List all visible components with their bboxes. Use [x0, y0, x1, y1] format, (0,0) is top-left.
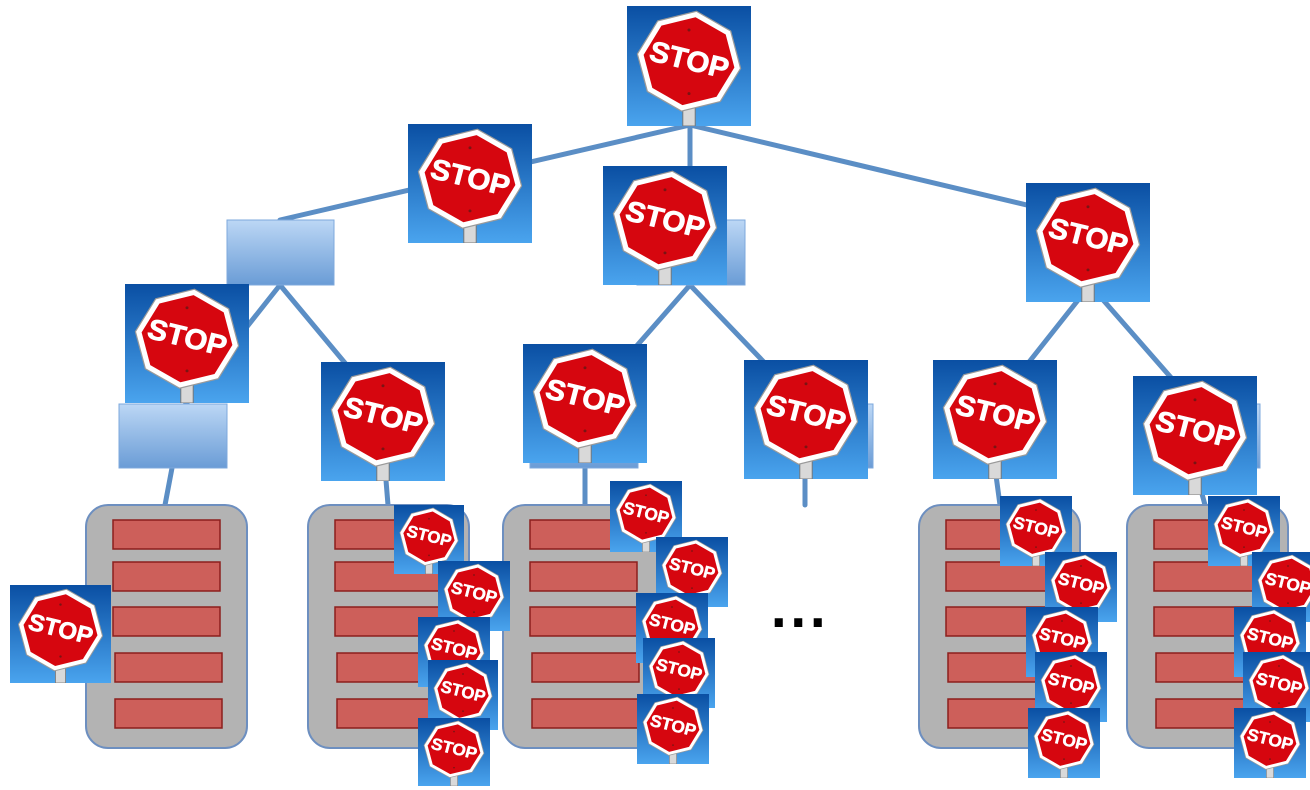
record-row	[112, 561, 221, 592]
record-row	[336, 698, 445, 729]
stop-sign-icon: STOP	[637, 694, 709, 764]
record-row	[531, 652, 640, 683]
stop-sign-icon: STOP	[627, 6, 751, 126]
record-row	[1153, 561, 1262, 592]
index-node	[118, 403, 228, 469]
stop-sign-icon: STOP	[408, 124, 532, 243]
record-row	[112, 519, 221, 550]
record-row	[114, 652, 223, 683]
stop-sign-icon: STOP	[418, 718, 490, 786]
record-row	[945, 561, 1054, 592]
stop-sign-icon: STOP	[125, 284, 249, 403]
index-node	[226, 219, 335, 286]
stop-sign-icon: STOP	[1028, 708, 1100, 778]
tree-edge	[162, 465, 175, 508]
tree-edge	[687, 122, 1093, 223]
record-row	[114, 698, 223, 729]
stop-sign-icon: STOP	[610, 481, 682, 552]
stop-sign-icon: STOP	[321, 362, 445, 481]
stop-sign-icon: STOP	[523, 344, 647, 463]
stop-sign-icon: STOP	[1208, 496, 1280, 566]
stop-sign-icon: STOP	[1000, 496, 1072, 566]
stop-sign-icon: STOP	[1234, 708, 1306, 778]
stop-sign-icon: STOP	[1133, 376, 1257, 495]
record-row	[112, 606, 221, 637]
stop-sign-icon: STOP	[603, 166, 727, 285]
stop-sign-icon: STOP	[744, 360, 868, 479]
leaf-page	[85, 504, 248, 749]
stop-sign-icon: STOP	[1243, 652, 1310, 722]
record-row	[529, 561, 638, 592]
leaf-page	[502, 504, 665, 749]
more-nodes-ellipsis: ...	[770, 584, 829, 638]
stop-sign-icon: STOP	[10, 585, 111, 683]
record-row	[529, 606, 638, 637]
record-row	[531, 698, 640, 729]
stop-sign-icon: STOP	[438, 561, 510, 631]
stop-sign-icon: STOP	[1026, 183, 1150, 302]
stop-sign-icon: STOP	[933, 360, 1057, 479]
